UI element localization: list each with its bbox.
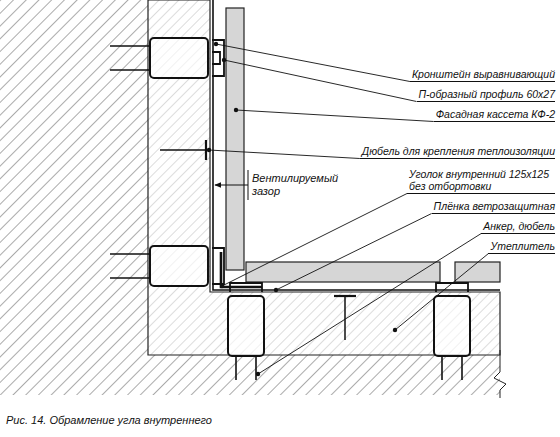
leader-dot xyxy=(274,288,278,292)
leader-line xyxy=(222,194,407,287)
leader-dot xyxy=(214,42,218,46)
anchor xyxy=(461,356,463,380)
bracket xyxy=(150,246,208,286)
dowel xyxy=(205,140,207,160)
leader-line xyxy=(276,214,432,291)
cassette-horizontal xyxy=(455,262,500,282)
leader-dot xyxy=(222,58,226,62)
anchor xyxy=(110,45,150,47)
callout-label: П-образный профиль 60x27 xyxy=(417,88,555,102)
callout-label: Уголок внутренний 125x125 без отбортовки xyxy=(407,168,555,194)
bracket xyxy=(150,38,208,78)
leader-dot xyxy=(256,372,260,376)
wall-break xyxy=(494,350,506,398)
leader-line xyxy=(209,150,360,159)
p-profile xyxy=(436,283,468,292)
cassette-horizontal xyxy=(246,262,440,282)
leader-line xyxy=(216,44,410,82)
dowel xyxy=(334,295,356,297)
wall xyxy=(0,0,500,395)
anchor xyxy=(441,356,443,380)
leader-dot xyxy=(220,284,224,288)
leader-line xyxy=(236,110,434,122)
anchor xyxy=(235,356,237,380)
leader-dot xyxy=(393,328,397,332)
bracket xyxy=(434,296,470,356)
dowel xyxy=(160,149,206,151)
p-profile xyxy=(212,248,224,284)
leader-line xyxy=(395,254,488,331)
bracket xyxy=(228,296,264,356)
callout-label: Кронштейн выравнивающий xyxy=(410,68,555,82)
anchor xyxy=(110,277,150,279)
leader-line xyxy=(224,60,417,102)
callout-label: Фасадная кассета КФ-2 xyxy=(434,108,555,122)
gap-arrow xyxy=(215,185,248,186)
callout-label: Плёнка ветрозащитная xyxy=(432,200,555,214)
callout-label: Анкер, дюбель xyxy=(481,220,555,234)
anchor xyxy=(110,253,150,255)
callout-label: Дюбель для крепления теплоизоляции xyxy=(360,145,555,159)
p-profile xyxy=(230,283,262,292)
leader-line xyxy=(258,234,481,375)
dowel xyxy=(344,296,346,340)
leader-dot xyxy=(207,148,211,152)
callout-label: Утеплитель xyxy=(488,240,555,254)
figure-caption: Рис. 14. Обрамление угла внутреннего xyxy=(6,414,212,426)
anchor xyxy=(110,69,150,71)
leader-dot xyxy=(234,108,238,112)
gap-label: Вентилируемый зазор xyxy=(252,172,348,198)
anchor xyxy=(255,356,257,380)
